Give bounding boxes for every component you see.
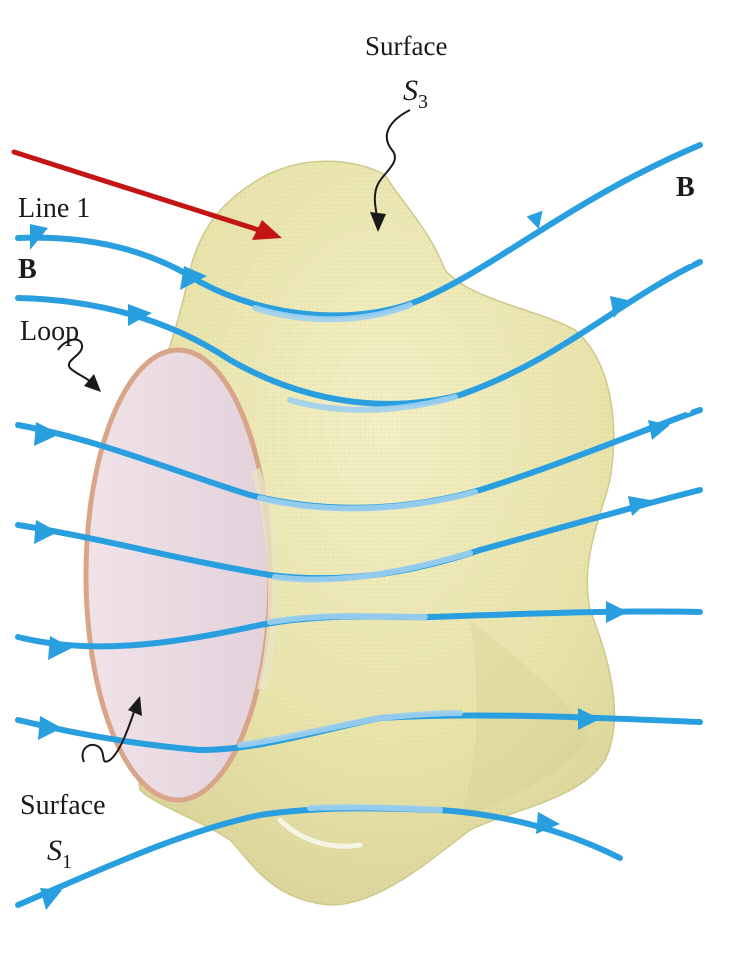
loop-label: Loop <box>20 316 79 347</box>
arrowhead-icon <box>34 520 58 544</box>
line-1-label: Line 1 <box>18 193 90 224</box>
surface-s3-symbol: S3 <box>403 74 428 113</box>
arrowhead-icon <box>40 888 62 910</box>
line-end-highlights <box>685 260 692 413</box>
field-b-label-right: B <box>676 172 695 203</box>
surface-s1-symbol: S1 <box>47 834 72 873</box>
arrowhead-icon <box>48 636 72 660</box>
surface-s1-label: Surface <box>20 790 106 821</box>
surface-s3-label: Surface <box>365 31 447 61</box>
loop-surface-s1 <box>86 350 273 800</box>
arrowhead-icon <box>38 716 62 740</box>
loop-pointer-head-icon <box>84 374 101 392</box>
field-b-label-left: B <box>18 254 37 285</box>
arrowhead-icon <box>34 422 60 446</box>
arrowhead-icon <box>606 601 628 623</box>
